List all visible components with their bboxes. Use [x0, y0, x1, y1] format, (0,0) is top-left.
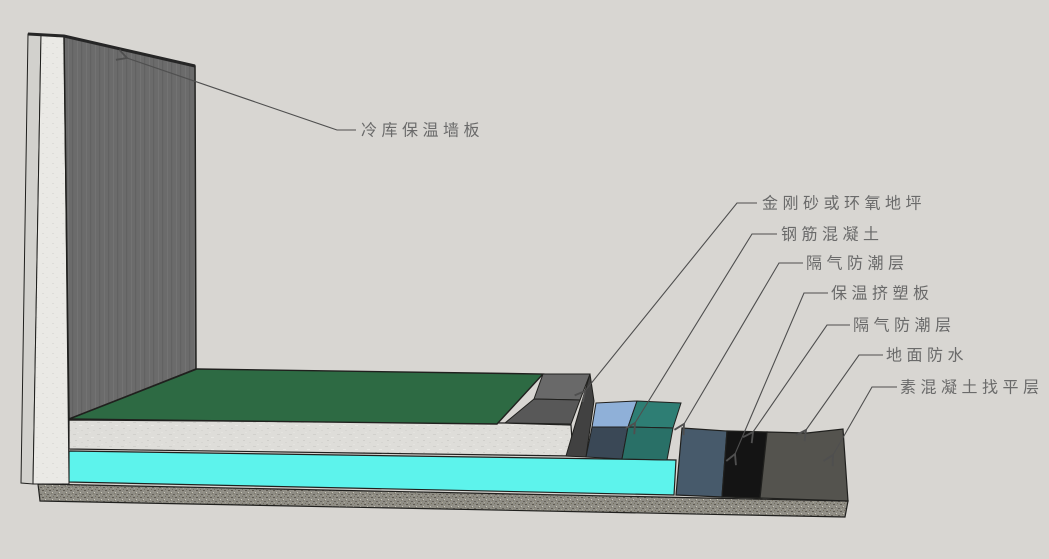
- emery-or-epoxy-floor-label: 金刚砂或环氧地坪: [762, 194, 926, 213]
- leveling-layer-speckled-front: [37, 483, 849, 518]
- cold-storage-insulated-wall-panel-label: 冷库保温墙板: [361, 121, 484, 140]
- cold-storage-insulated-wall-panel-leader-line: [115, 49, 356, 131]
- wear-layer-step-front: [503, 398, 581, 425]
- rc-slab-step-front: [585, 426, 629, 460]
- vapor-barrier-upper-leader-line: [673, 262, 803, 436]
- wall-panel-front: [63, 35, 197, 421]
- emery-or-epoxy-floor-leader-line: [574, 202, 757, 403]
- floor-waterproofing-label: 地面防水: [886, 346, 968, 365]
- annotation-layer: 冷库保温墙板金刚砂或环氧地坪钢筋混凝土隔气防潮层保温挤塑板隔气防潮层地面防水素混…: [115, 49, 1044, 467]
- reinforced-concrete-label: 钢筋混凝土: [781, 225, 884, 244]
- wear-layer-step-top: [533, 373, 591, 401]
- floor-waterproofing-leader-line: [795, 354, 883, 442]
- insulation-xps-board-leader-line: [725, 292, 828, 466]
- insulation-xps-board-label: 保温挤塑板: [831, 284, 934, 303]
- rc-slab-concrete-front: [68, 419, 574, 457]
- waterproofing-face: [721, 430, 768, 499]
- leveling-layer-top: [759, 428, 849, 502]
- wall-top-edge: [27, 32, 196, 68]
- vapor-barrier-upper-label: 隔气防潮层: [806, 254, 909, 273]
- reinforced-concrete-leader-line: [624, 233, 777, 435]
- vapor-barrier-lower-face: [675, 427, 728, 498]
- vapor-barrier-upper-top: [627, 400, 682, 429]
- plain-concrete-leveling-layer-label: 素混凝土找平层: [900, 378, 1044, 397]
- vapor-barrier-lower-label: 隔气防潮层: [853, 316, 956, 335]
- vapor-barrier-upper-front: [621, 426, 674, 461]
- plain-concrete-leveling-layer-leader-line: [823, 386, 897, 467]
- vapor-barrier-lower-leader-line: [742, 324, 850, 444]
